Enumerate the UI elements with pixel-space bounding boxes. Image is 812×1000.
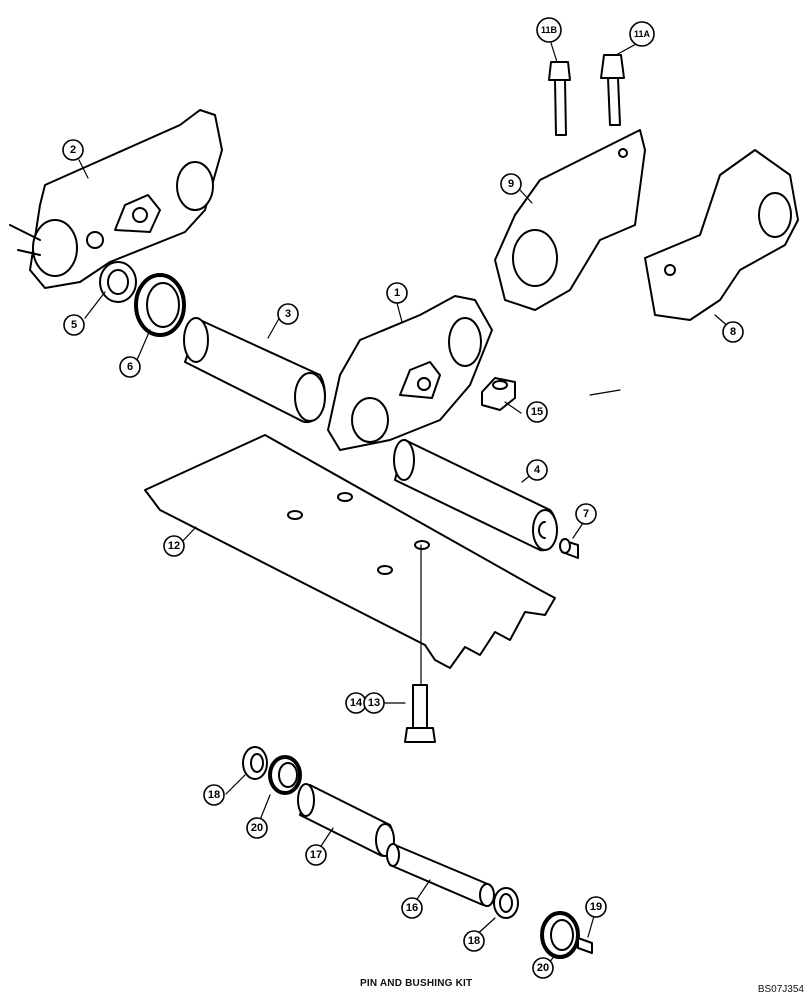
svg-text:8: 8 (730, 326, 736, 338)
callout-4: 4 (526, 459, 548, 481)
svg-text:14: 14 (350, 697, 363, 709)
callout-13: 13 (363, 692, 385, 714)
track-link-center (327, 295, 493, 451)
svg-text:7: 7 (583, 508, 589, 520)
svg-text:9: 9 (508, 178, 514, 190)
callout-11b: 11B (536, 17, 562, 43)
master-link-9 (494, 129, 646, 311)
svg-text:4: 4 (534, 464, 541, 476)
callout-18-lower: 18 (463, 930, 485, 952)
plug-19 (577, 937, 593, 954)
svg-text:19: 19 (590, 901, 602, 913)
pin-4 (393, 439, 558, 552)
bushing-seal-6 (134, 273, 186, 337)
bolt-11a (600, 54, 625, 126)
svg-text:20: 20 (537, 962, 549, 974)
callout-5: 5 (63, 314, 85, 336)
svg-text:11A: 11A (634, 29, 651, 39)
svg-text:16: 16 (406, 902, 418, 914)
svg-text:1: 1 (394, 287, 400, 299)
callout-9: 9 (500, 173, 522, 195)
svg-text:15: 15 (531, 406, 543, 418)
callout-15: 15 (526, 401, 548, 423)
callout-2: 2 (62, 139, 84, 161)
svg-text:17: 17 (310, 849, 322, 861)
nut-15 (481, 377, 516, 411)
callout-6: 6 (119, 356, 141, 378)
plug-7 (559, 538, 579, 559)
svg-text:6: 6 (127, 361, 133, 373)
callout-14: 14 (345, 692, 367, 714)
callout-11a: 11A (629, 21, 655, 47)
seal-ring-5 (99, 261, 137, 303)
svg-text:11B: 11B (541, 25, 558, 35)
seal-ring-18-lower (493, 887, 519, 919)
svg-text:18: 18 (208, 789, 220, 801)
callout-17: 17 (305, 844, 327, 866)
svg-text:5: 5 (71, 319, 77, 331)
callout-12: 12 (163, 535, 185, 557)
callout-7: 7 (575, 503, 597, 525)
callout-8: 8 (722, 321, 744, 343)
callouts: 1 2 3 4 5 6 7 8 9 11B 11A 12 14 13 15 16… (62, 17, 744, 979)
svg-text:2: 2 (70, 144, 76, 156)
svg-text:20: 20 (251, 822, 263, 834)
svg-text:18: 18 (468, 935, 480, 947)
callout-20-lower: 20 (532, 957, 554, 979)
svg-text:12: 12 (168, 540, 180, 552)
bushing-3 (183, 317, 326, 424)
callout-18-upper: 18 (203, 784, 225, 806)
master-link-8 (644, 149, 799, 321)
callout-20-upper: 20 (246, 817, 268, 839)
seal-ring-18-upper (242, 746, 268, 780)
callout-1: 1 (386, 282, 408, 304)
diagram-caption: PIN AND BUSHING KIT (360, 978, 473, 989)
bolt-13 (404, 684, 436, 743)
reference-code: BS07J354 (757, 984, 804, 995)
callout-19: 19 (585, 896, 607, 918)
bushing-seal-20-lower (540, 911, 580, 959)
pin-16 (386, 843, 495, 907)
callout-16: 16 (401, 897, 423, 919)
svg-text:3: 3 (285, 308, 291, 320)
bushing-seal-20-upper (268, 755, 302, 795)
svg-text:13: 13 (368, 697, 380, 709)
bolt-11b (548, 61, 571, 136)
track-shoe-12 (144, 434, 556, 669)
callout-3: 3 (277, 303, 299, 325)
track-link-left (9, 109, 223, 289)
